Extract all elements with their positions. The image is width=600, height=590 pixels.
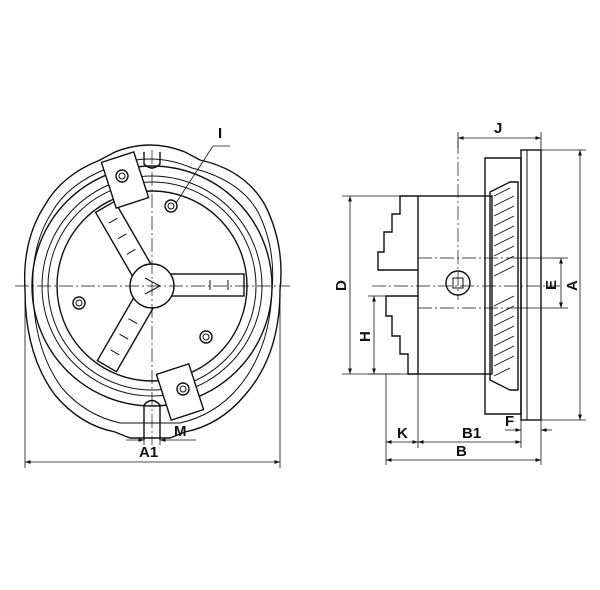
front-outer-body-inner-edge [32, 158, 274, 424]
label-B: B [456, 443, 467, 460]
label-K: K [397, 425, 408, 442]
label-J: J [494, 120, 502, 137]
label-F: F [505, 413, 514, 430]
key-block-top [100, 151, 150, 209]
side-flange [520, 149, 542, 421]
label-H: H [357, 331, 374, 342]
bolt-holes [72, 199, 213, 344]
side-step-ring [484, 157, 522, 415]
side-knurled-ring [489, 181, 519, 391]
label-I: I [218, 125, 222, 142]
label-B1: B1 [462, 425, 481, 442]
label-A1: A1 [139, 444, 158, 461]
label-D: D [333, 280, 350, 291]
label-E: E [543, 280, 560, 290]
side-view [372, 140, 560, 421]
side-jaw-lower [385, 295, 418, 375]
knurl-hatching [493, 187, 515, 377]
side-jaw-upper [377, 195, 418, 271]
front-view [15, 144, 290, 445]
front-outer-body [23, 144, 282, 439]
key-block-bottom [155, 363, 205, 421]
label-A: A [564, 280, 581, 291]
side-main-body [417, 195, 493, 375]
leader-I [175, 145, 214, 204]
label-M: M [174, 423, 187, 440]
